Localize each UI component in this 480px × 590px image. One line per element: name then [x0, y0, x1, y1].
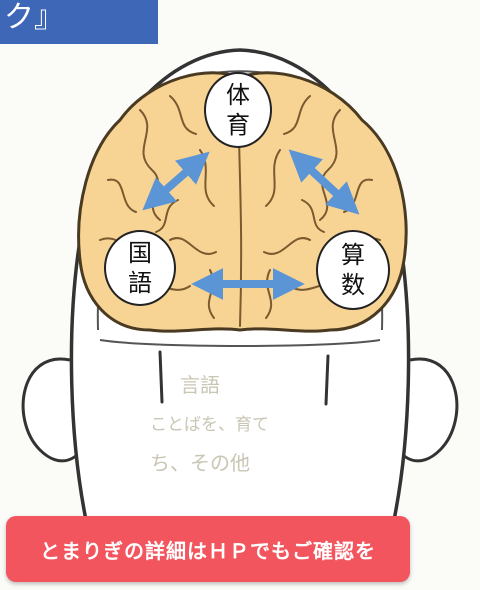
left-eye-mark: [160, 352, 162, 402]
node-math: 算 数: [316, 230, 390, 310]
svg-text:言語: 言語: [180, 373, 220, 397]
node-pe: 体 育: [204, 72, 272, 148]
banner-text: とまりぎの詳細はＨＰでもご確認を: [40, 535, 376, 564]
svg-text:ち、その他: ち、その他: [150, 451, 250, 475]
right-eye-mark: [326, 356, 328, 404]
title-fragment: ク』: [4, 0, 64, 35]
node-japanese-char-2: 語: [128, 268, 152, 298]
node-japanese-char-1: 国: [128, 238, 152, 268]
node-pe-char-2: 育: [226, 110, 250, 140]
node-pe-char-1: 体: [226, 80, 250, 110]
title-tab: ク』: [0, 0, 158, 44]
node-math-char-2: 数: [341, 270, 365, 300]
info-banner[interactable]: とまりぎの詳細はＨＰでもご確認を: [6, 516, 410, 582]
node-math-char-1: 算: [341, 240, 365, 270]
node-japanese: 国 語: [104, 230, 176, 306]
svg-text:ことばを、育て: ことばを、育て: [150, 415, 269, 435]
